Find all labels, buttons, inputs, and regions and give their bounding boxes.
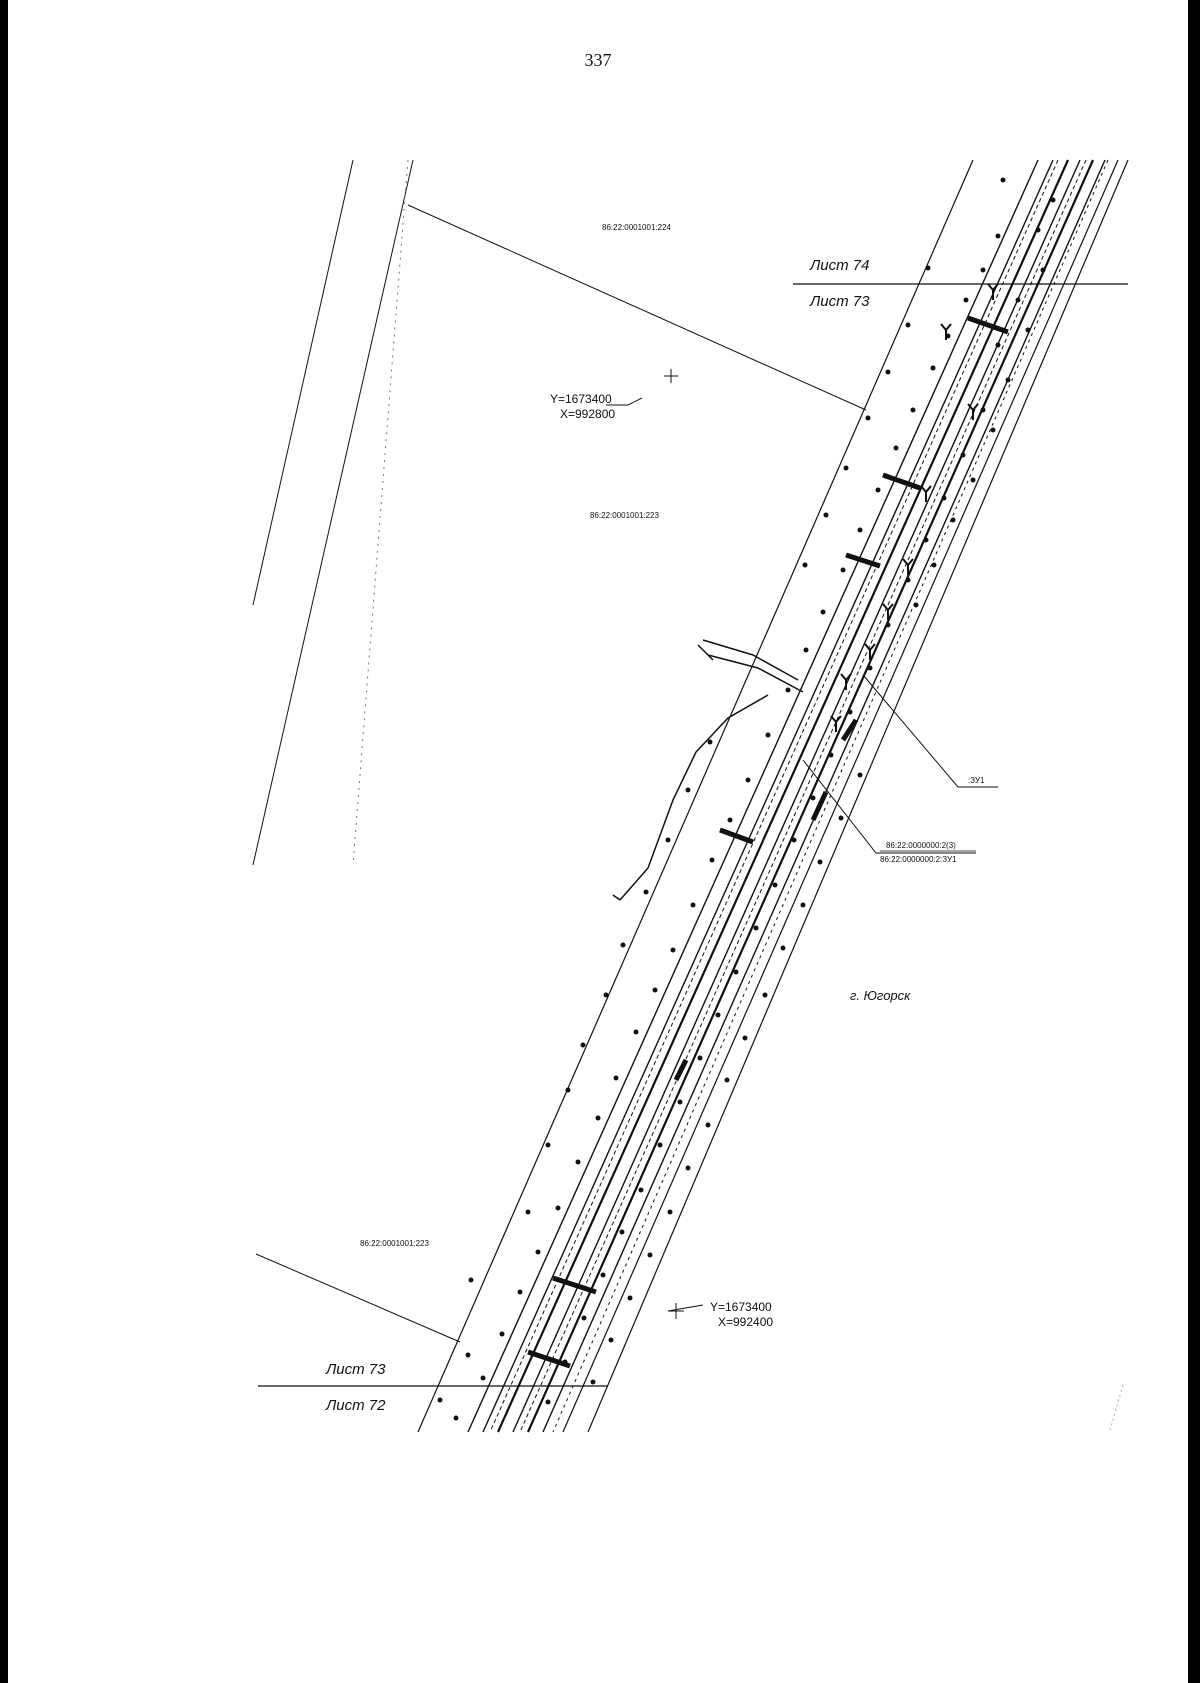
crossing-structures <box>527 315 1009 1369</box>
scan-artifact <box>1109 1384 1124 1431</box>
leader-lines <box>606 397 998 1312</box>
parcel-label-north: 86:22:0001001:224 <box>602 223 672 232</box>
sheet-label-73-bottom: Лист 73 <box>325 1361 386 1378</box>
parcel-label-middle: 86:22:0001001:223 <box>590 511 660 520</box>
parcel-boundaries <box>252 159 867 1343</box>
sheet-divider-lines <box>258 283 1128 1387</box>
callout-line-2: 86:22:0000000:2:ЗУ1 <box>880 855 957 864</box>
sheet-label-72: Лист 72 <box>325 1397 386 1414</box>
coord-lower-x: X=992400 <box>718 1315 773 1329</box>
coord-crosses <box>664 369 684 1319</box>
survey-points <box>437 177 1056 1421</box>
callout-line-1: 86:22:0000000:2(3) <box>886 841 956 850</box>
railway-corridor <box>417 159 1129 1433</box>
tree-symbols <box>830 283 999 732</box>
parcel-label-south: 86:22:0001001:223 <box>360 1239 430 1248</box>
coord-lower-y: Y=1673400 <box>710 1300 772 1314</box>
scanned-sheet: 337 <box>8 0 1188 1683</box>
callout-zu: :ЗУ1 <box>968 776 985 785</box>
pipe-crossing <box>612 639 804 901</box>
sheet-label-74: Лист 74 <box>809 257 869 274</box>
city-label: г. Югорск <box>850 988 911 1003</box>
coord-upper-x: X=992800 <box>560 407 615 421</box>
coord-upper-y: Y=1673400 <box>550 392 612 406</box>
sheet-label-73-top: Лист 73 <box>809 293 870 310</box>
page-number: 337 <box>584 50 612 70</box>
cadastral-map: 86:22:0001001:224 86:22:0001001:223 86:2… <box>252 159 1129 1433</box>
